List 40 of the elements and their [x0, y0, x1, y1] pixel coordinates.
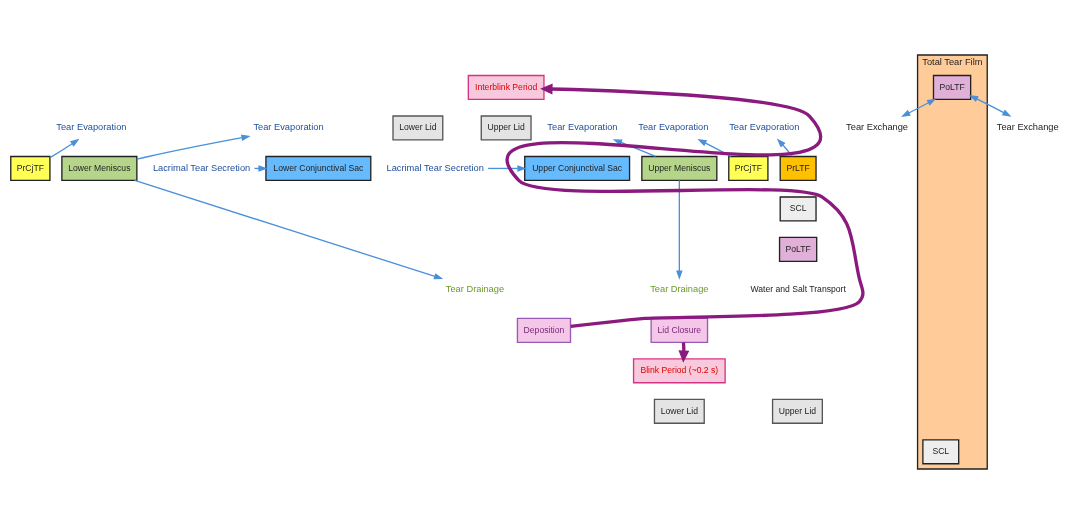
node-box: Interblink Period: [467, 74, 545, 101]
node-box: Upper Lid: [480, 115, 532, 141]
node-box: PrLTF: [779, 155, 817, 182]
node-box: Deposition: [516, 317, 572, 343]
arrow: [676, 179, 683, 280]
arrow: [901, 98, 937, 117]
arrow: [697, 139, 732, 158]
node-text: Tear Exchange: [846, 122, 909, 133]
node-box: SCL: [922, 439, 960, 465]
node-text: Tear Evaporation: [547, 122, 618, 133]
node-box: Upper Lid: [771, 398, 823, 424]
node-box: Lower Lid: [392, 115, 444, 141]
node-box: PrCjTF: [10, 155, 51, 182]
arrow: [968, 95, 1012, 117]
arrow: [134, 179, 444, 280]
node-box: Blink Period (~0.2 s): [632, 358, 726, 384]
node-text: Tear Exchange: [996, 122, 1059, 133]
node-text: Tear Evaporation: [253, 122, 324, 133]
label: Water and Salt Transport: [750, 284, 846, 295]
arrow: [506, 83, 865, 329]
node-text: Lacrimal Tear Secretion: [386, 162, 484, 173]
node-box: Lower Conjunctival Sac: [265, 155, 372, 182]
node-text: Tear Drainage: [445, 284, 505, 295]
node-box: Lower Lid: [653, 398, 705, 424]
node-box: Lower Meniscus: [61, 155, 138, 182]
node-text: Tear Evaporation: [56, 122, 127, 133]
node-text: Tear Evaporation: [638, 122, 709, 133]
node-box: PrCjTF: [728, 155, 769, 182]
node-text: Tear Evaporation: [729, 122, 800, 133]
arrow: [49, 138, 80, 159]
node-box: Upper Meniscus: [641, 155, 718, 182]
node-text: Lacrimal Tear Secretion: [152, 162, 251, 173]
arrow: [136, 134, 251, 160]
node-box: Upper Conjunctival Sac: [524, 155, 631, 182]
arrow: [487, 165, 527, 172]
node-box: Lid Closure: [650, 317, 709, 343]
node-box: SCL: [779, 196, 817, 222]
node-box: PoLTF: [778, 236, 818, 262]
node-box: PoLTF: [932, 74, 972, 101]
node-text: Tear Drainage: [650, 284, 709, 295]
